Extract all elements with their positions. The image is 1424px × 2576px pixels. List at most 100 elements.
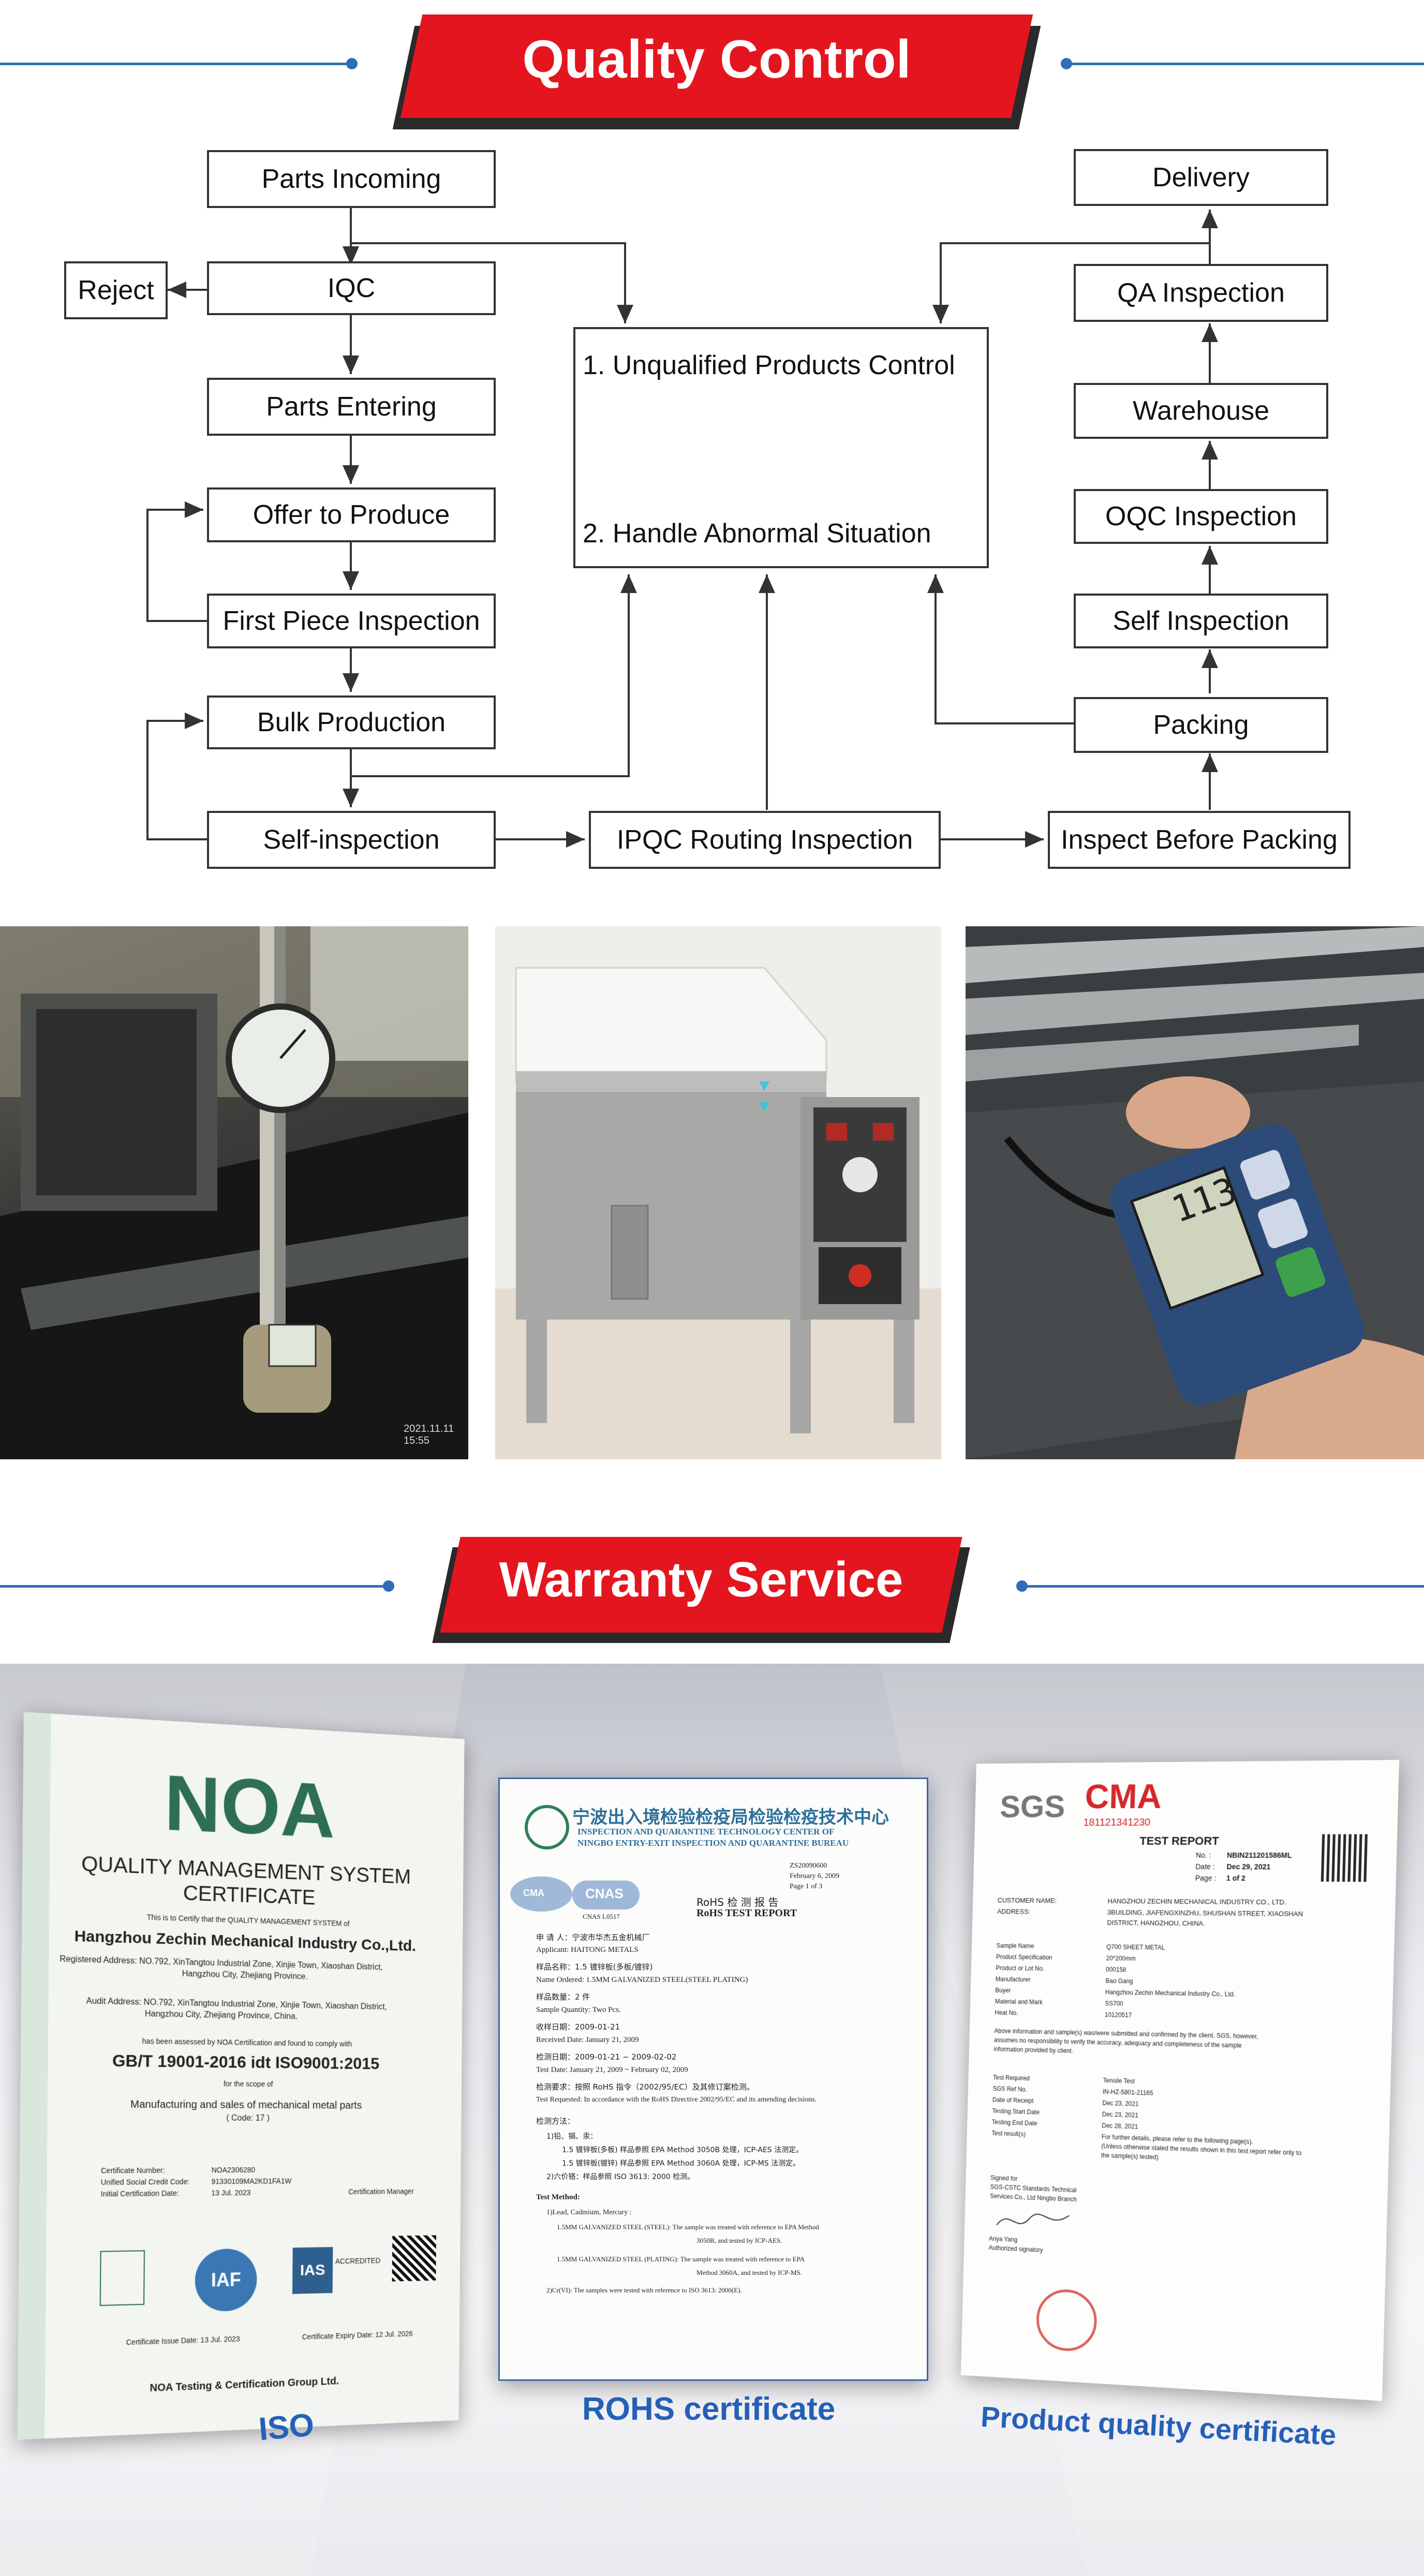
sgs-no: NBIN211201586ML [1226,1850,1292,1860]
sgs-row-key: Sample Name [996,1942,1034,1950]
salt-spray-chamber-illustration [495,926,941,1459]
bulk-production-box: Bulk Production [207,695,496,749]
rohs-report-en: RoHS TEST REPORT [696,1907,797,1919]
header-line-left [0,63,352,65]
abnormal-situation-label: 2. Handle Abnormal Situation [583,519,931,549]
sgs-test-key: Test Required [992,2074,1030,2082]
sgs-row-key: Manufacturer [995,1975,1031,1983]
sgs-row-value: 10120517 [1104,2011,1132,2019]
sgs-authorized: Authorized signatory [988,2244,1043,2254]
sgs-address2: DISTRICT, HANGZHOU, CHINA. [1107,1918,1206,1928]
noa-small-mark [99,2250,145,2306]
rohs-recv: Received Date: January 21, 2009 [536,2036,639,2044]
header-line-right [1066,63,1424,65]
warranty-service-title: Warranty Service [499,1552,903,1607]
rohs-method-cn: 检测方法： [536,2116,575,2126]
sgs-date: Dec 29, 2021 [1226,1862,1271,1871]
certificates-section: NOA QUALITY MANAGEMENT SYSTEM CERTIFICAT… [0,1664,1424,2576]
coating-thickness-meter-photo: 113 [966,926,1424,1459]
sgs-row-value: 000158 [1105,1966,1126,1974]
cma-seal [510,1876,572,1912]
sgs-test-key: Test result(s) [991,2129,1026,2138]
quality-control-title: Quality Control [522,29,911,90]
oqc-inspection-box: OQC Inspection [1074,489,1328,544]
sgs-logo: SGS [999,1789,1066,1825]
ciq-emblem [525,1805,569,1849]
sgs-signed-line1: Signed for [990,2174,1018,2183]
photo-timestamp: 2021.11.11 15:55 [404,1423,454,1446]
flowchart-connectors [146,207,1218,848]
sgs-signer: Anya Yang [988,2234,1018,2244]
rohs-certificate: 宁波出入境检验检疫局检验检疫技术中心 INSPECTION AND QUARAN… [498,1778,928,2381]
sgs-test-key: Testing Start Date [992,2107,1040,2116]
iso-date: 13 Jul. 2023 [211,2188,251,2197]
rohs-m5: Method 3060A, and tested by ICP-MS. [696,2269,803,2276]
iqc-box: IQC [207,261,496,315]
qa-inspection-box: QA Inspection [1074,264,1328,322]
sgs-address-label: ADDRESS: [997,1907,1031,1916]
parts-entering-box: Parts Entering [207,378,496,436]
self-inspection-right-box: Self Inspection [1074,594,1328,648]
sgs-test-value: Dec 23, 2021 [1102,2110,1139,2119]
iso-date-label: Initial Certification Date: [100,2189,179,2198]
rohs-l4: 2)六价铬：样品参照 ISO 3613: 2000 检测。 [546,2173,695,2181]
sgs-test-key: SGS Ref No. [992,2085,1028,2093]
sgs-report-title: TEST REPORT [1139,1834,1220,1847]
sgs-test-value: Dec 23, 2021 [1102,2099,1139,2108]
sgs-para-line3: information provided by client. [993,2045,1074,2055]
unqualified-products-label: 1. Unqualified Products Control [583,350,955,380]
rohs-test: Test Date: January 21, 2009 ~ February 0… [536,2066,688,2074]
sgs-red-stamp [1035,2288,1098,2353]
iso-credit: 91330109MA2KD1FA1W [211,2177,292,2186]
sgs-page: 1 of 2 [1226,1874,1246,1883]
sgs-row-key: Product or Lot No. [996,1964,1045,1973]
rohs-qty: Sample Quantity: Two Pcs. [536,2006,621,2014]
header-dot-left [346,58,358,69]
sgs-signature [994,2205,1075,2239]
iso-qr-code [392,2235,437,2282]
rohs-applicant-cn: 申 请 人：宁波市华杰五金机械厂 [536,1933,650,1942]
sgs-signed-line2: SGS-CSTC Standards Technical [990,2183,1077,2194]
rohs-name-cn: 样品名称：1.5 镀锌板(多板/镀锌) [536,1962,653,1972]
rohs-date: February 6, 2009 [790,1872,840,1880]
height-gauge-photo: 2021.11.11 15:55 [0,926,468,1459]
abnormal-handling-box: 1. Unqualified Products Control 2. Handl… [573,327,989,568]
rohs-report-no: ZS20090600 [790,1862,827,1870]
sgs-test-value: Tensile Test [1103,2077,1135,2085]
rohs-en-title2: NINGBO ENTRY-EXIT INSPECTION AND QUARANT… [577,1838,849,1848]
cma-label: CMA [523,1888,544,1898]
iso-credit-label: Unified Social Credit Code: [100,2177,190,2187]
rohs-m3: 3050B, and tested by ICP-AES. [696,2237,782,2244]
sgs-row-value: 20*200mm [1106,1955,1136,1962]
rohs-test-cn: 检测日期：2009-01-21 ~ 2009-02-02 [536,2052,677,2062]
inspect-before-packing-box: Inspect Before Packing [1048,811,1351,869]
sgs-certificate: SGS CMA 181121341230 TEST REPORT No. : N… [960,1759,1400,2401]
header-dot-right [1061,58,1072,69]
sgs-result-line3: the sample(s) tested) [1101,2152,1159,2161]
iso-cert-no-label: Certificate Number: [100,2166,165,2175]
iso-manager: Certification Manager [348,2187,414,2196]
coating-meter-illustration [966,926,1424,1459]
warranty-dot-right [1016,1580,1028,1592]
reject-box: Reject [64,261,168,319]
cma-mark: CMA [1084,1776,1162,1816]
warehouse-box: Warehouse [1074,383,1328,439]
iso-code: ( Code: 17 ) [226,2113,270,2123]
iso-watermark [17,1712,51,2440]
rohs-sample: Name Ordered: 1.5MM GALVANIZED STEEL(STE… [536,1976,748,1984]
iso-caption: ISO [257,2407,316,2448]
sgs-address1: 3BUILDING, JIAFENGXINZHU, SHUSHAN STREET… [1107,1908,1303,1918]
iso-cert-no: NOA2306280 [211,2165,256,2174]
sgs-page-label: Page : [1195,1874,1217,1883]
rohs-page: Page 1 of 3 [790,1883,823,1890]
rohs-m4: 1.5MM GALVANIZED STEEL (PLATING): The sa… [557,2255,805,2263]
sgs-row-key: Material and Mark [995,1997,1043,2006]
ias-mark: IAS [292,2247,333,2294]
rohs-qty-cn: 样品数量：2 件 [536,1992,590,2002]
rohs-caption: ROHS certificate [582,2391,836,2427]
rohs-l2: 1.5 镀锌板(多板) 样品参照 EPA Method 3050B 处理，ICP… [562,2146,804,2154]
cnas-label: CNAS [585,1886,624,1901]
salt-spray-chamber-photo [495,926,941,1459]
sgs-row-key: Buyer [995,1987,1011,1994]
sgs-row-key: Product Specification [996,1953,1052,1961]
